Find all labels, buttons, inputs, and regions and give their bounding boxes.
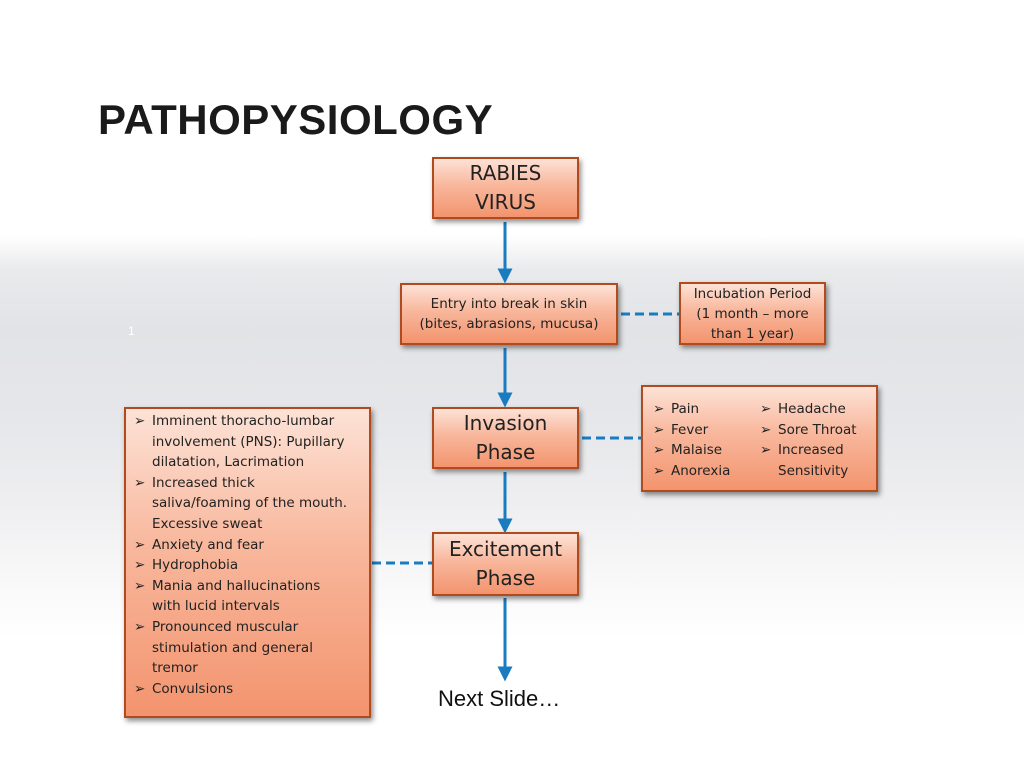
- incubation-line2: (1 month – more: [696, 305, 809, 322]
- symptom-item: ➢ Imminent thoracho-lumbar involvement (PN…: [134, 411, 361, 473]
- symptom-item: ➢ Mania and hallucinations with lucid inte…: [134, 576, 361, 617]
- bullet-arrow-icon: ➢: [653, 442, 665, 459]
- symptom-line: Anxiety and fear: [152, 536, 264, 553]
- slide-title: PATHOPYSIOLOGY: [98, 96, 494, 143]
- symptom-item: ➢Increased: [760, 440, 857, 461]
- entry-line2: (bites, abrasions, mucusa): [419, 316, 599, 332]
- bullet-arrow-icon: ➢: [653, 421, 665, 438]
- bullet-arrow-icon: ➢: [134, 577, 146, 594]
- symptom-item: ➢ Anxiety and fear: [134, 535, 361, 556]
- bullet-arrow-icon: ➢: [134, 618, 146, 635]
- symptom-line: stimulation and general: [152, 639, 313, 656]
- excitement-line2: Phase: [475, 566, 536, 590]
- bullet-arrow-icon: ➢: [134, 474, 146, 491]
- symptom-item: ➢ Convulsions: [134, 679, 361, 700]
- excitement-signs-box: ➢ Imminent thoracho-lumbar involvement (PN…: [124, 407, 371, 718]
- symptom-line: saliva/foaming of the mouth.: [152, 495, 348, 512]
- next-slide-label: Next Slide…: [438, 686, 561, 711]
- symptom-item: ➢Pain: [653, 399, 760, 420]
- symptom-item: ➢ Pronounced muscular stimulation and gene…: [134, 617, 361, 679]
- excitement-signs-list: ➢ Imminent thoracho-lumbar involvement (PN…: [134, 411, 361, 699]
- incubation-line3: than 1 year): [710, 325, 795, 342]
- symptom-line: Increased thick: [152, 474, 255, 491]
- symptom-line: involvement (PNS): Pupillary: [152, 433, 345, 450]
- entry-line1: Entry into break in skin: [430, 296, 588, 312]
- invasion-signs-column-2: ➢Headache ➢Sore Throat ➢Increased Sensit…: [760, 399, 857, 481]
- symptom-item: ➢Sore Throat: [760, 420, 857, 441]
- symptom-line: with lucid intervals: [152, 598, 280, 615]
- bullet-arrow-icon: ➢: [134, 536, 146, 553]
- symptom-continuation: Sensitivity: [778, 462, 849, 479]
- rabies-virus-box: RABIES VIRUS: [432, 157, 579, 219]
- bullet-arrow-icon: ➢: [134, 413, 146, 429]
- symptom-item: ➢Fever: [653, 420, 760, 441]
- symptom-line: Mania and hallucinations: [152, 577, 321, 594]
- invasion-line2: Phase: [475, 440, 536, 464]
- bullet-arrow-icon: ➢: [653, 462, 665, 479]
- symptom-item: ➢Anorexia: [653, 461, 760, 482]
- invasion-phase-box: Invasion Phase: [432, 407, 579, 469]
- bullet-arrow-icon: ➢: [134, 680, 146, 697]
- symptom-item: ➢ Hydrophobia: [134, 555, 361, 576]
- bullet-arrow-icon: ➢: [760, 442, 772, 459]
- symptom-line: Imminent thoracho-lumbar: [152, 413, 335, 429]
- excitement-line1: Excitement: [448, 537, 563, 561]
- slide-marker: 1: [128, 324, 135, 338]
- symptom-line: Convulsions: [152, 680, 234, 697]
- bullet-arrow-icon: ➢: [760, 401, 772, 417]
- symptom-item: ➢Headache: [760, 399, 857, 420]
- incubation-period-box: Incubation Period (1 month – more than 1…: [679, 282, 826, 345]
- symptom-line: Pronounced muscular: [152, 618, 299, 635]
- rabies-virus-line1: RABIES: [469, 161, 542, 185]
- entry-box: Entry into break in skin (bites, abrasio…: [400, 283, 618, 345]
- symptom-line: tremor: [152, 660, 198, 677]
- symptom-item: ➢ Increased thick saliva/foaming of the mo…: [134, 473, 361, 535]
- rabies-virus-line2: VIRUS: [475, 190, 536, 214]
- excitement-phase-box: Excitement Phase: [432, 532, 579, 596]
- bullet-arrow-icon: ➢: [653, 401, 665, 417]
- bullet-arrow-icon: ➢: [134, 557, 146, 574]
- symptom-item: ➢Malaise: [653, 440, 760, 461]
- invasion-line1: Invasion: [463, 411, 548, 435]
- incubation-line1: Incubation Period: [693, 285, 812, 302]
- invasion-signs-column-1: ➢Pain ➢Fever ➢Malaise ➢Anorexia: [653, 399, 760, 481]
- invasion-signs-box: ➢Pain ➢Fever ➢Malaise ➢Anorexia ➢Headach…: [641, 385, 878, 492]
- bullet-arrow-icon: ➢: [760, 421, 772, 438]
- symptom-line: dilatation, Lacrimation: [152, 454, 305, 471]
- symptom-line: Excessive sweat: [152, 515, 263, 532]
- symptom-line: Hydrophobia: [152, 557, 239, 574]
